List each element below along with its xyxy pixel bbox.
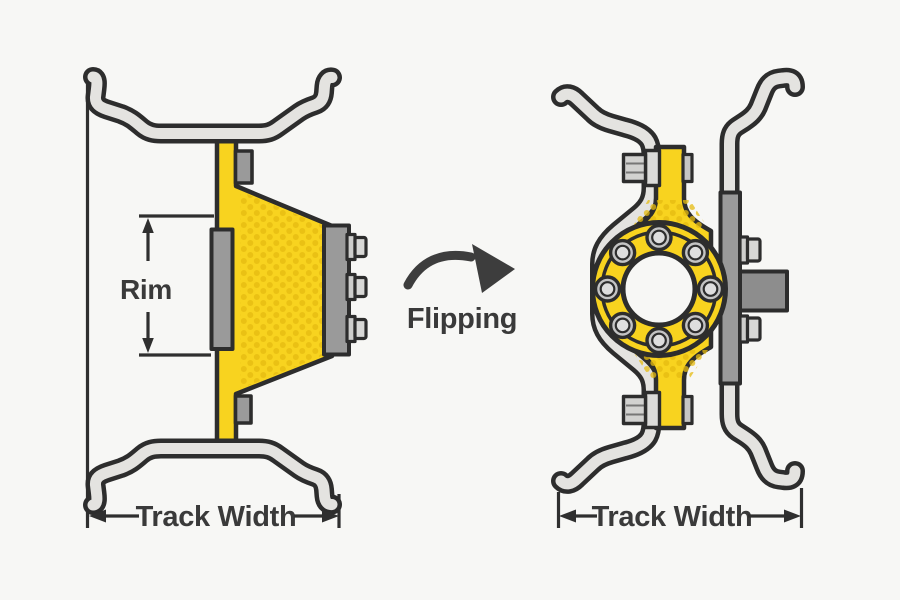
- bolt-hole: [681, 238, 710, 267]
- bolt-hole: [645, 326, 673, 355]
- stud-nut: [353, 317, 368, 341]
- left-track-width-dimension: Track Width: [89, 501, 339, 533]
- right-wheel-top-lug-nut: [621, 148, 694, 188]
- bolt-hole: [593, 275, 622, 303]
- lug-hex-nut: [621, 152, 648, 184]
- left-wheel-disc-halftone: [240, 191, 329, 389]
- stud-nut: [353, 235, 368, 259]
- bolt-hole: [645, 223, 673, 252]
- right-wheel-axle-stub: [738, 269, 789, 313]
- flipping-arrow-arc: [403, 250, 476, 290]
- flipping-label: Flipping: [407, 303, 517, 335]
- track-width-label-right: Track Width: [592, 501, 753, 533]
- bolt-hole: [608, 238, 637, 267]
- rim-label: Rim: [120, 274, 172, 305]
- left-wheel-bottom-lug-boss: [233, 394, 253, 425]
- rim-dim-arrow-down: [142, 338, 154, 353]
- left-wheel-hub-plate: [322, 223, 351, 357]
- stud-nut: [745, 316, 762, 342]
- left-wheel-hub-studs: [345, 232, 368, 344]
- left-wheel-top-lug-boss: [233, 149, 254, 185]
- bolt-hole: [681, 311, 710, 340]
- left-wheel-rotor-bar: [209, 227, 235, 351]
- track-width-label-left: Track Width: [136, 501, 297, 533]
- bolt-hole: [696, 275, 725, 303]
- lug-hex-facets: [626, 162, 645, 174]
- left-wheel-rim-top: [93, 77, 332, 134]
- right-wheel-bottom-lug-nut: [621, 390, 694, 430]
- lug-stud-end: [681, 394, 694, 426]
- bolt-hole: [608, 311, 637, 340]
- flipping-arrow-head: [472, 244, 515, 293]
- lug-washer: [643, 148, 662, 188]
- lug-stud-end: [681, 152, 694, 184]
- flipping-annotation: Flipping: [403, 244, 517, 335]
- track-width-arrow-right: [322, 509, 339, 523]
- stud-nut: [353, 275, 368, 299]
- left-wheel-cross-section: Rim Track Width: [88, 77, 368, 533]
- rim-dimension: Rim: [120, 214, 214, 357]
- track-width-arrow-left: [89, 509, 106, 523]
- rim-dim-arrow-up: [142, 218, 154, 233]
- track-width-arrow-right: [784, 509, 801, 523]
- lug-hex-facets: [626, 404, 645, 416]
- right-track-width-dimension: Track Width: [559, 501, 801, 533]
- lug-washer: [643, 390, 662, 430]
- stud-nut: [745, 237, 762, 263]
- lug-hex-nut: [621, 394, 648, 426]
- left-wheel-rim-bottom: [93, 449, 332, 506]
- right-wheel-cross-section: Track Width: [559, 78, 802, 533]
- right-wheel-center-bore: [620, 250, 698, 328]
- right-wheel-hub-studs: [738, 235, 762, 344]
- track-width-arrow-left: [559, 509, 576, 523]
- right-wheel-bolt-circle: [593, 223, 725, 355]
